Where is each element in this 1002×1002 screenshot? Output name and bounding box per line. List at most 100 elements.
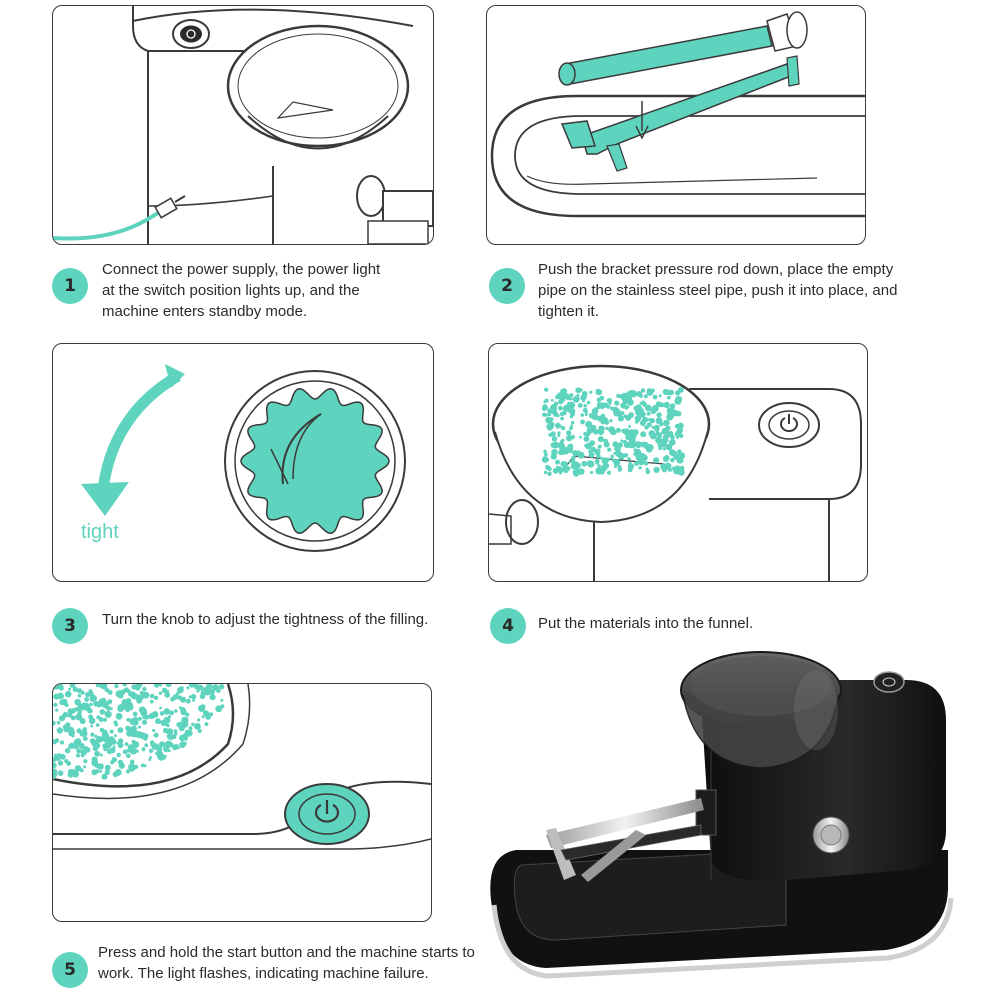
particle — [607, 447, 612, 452]
particle — [646, 411, 651, 416]
particle — [614, 465, 617, 469]
particle — [77, 728, 81, 732]
particle — [87, 708, 93, 714]
step-4-illustration — [488, 343, 868, 582]
particle — [587, 460, 595, 468]
particle — [544, 452, 548, 457]
particle — [53, 720, 56, 726]
particle — [204, 722, 209, 727]
particle — [620, 439, 624, 443]
particle — [74, 738, 82, 746]
particle — [602, 462, 610, 469]
particle — [149, 740, 155, 746]
particle — [663, 419, 670, 427]
particle — [148, 758, 152, 761]
particle — [131, 725, 137, 732]
particle — [99, 769, 103, 773]
particle — [67, 708, 74, 715]
particle — [577, 451, 585, 459]
particle — [557, 466, 562, 472]
particle — [172, 744, 178, 751]
particle — [57, 684, 64, 690]
particle — [673, 468, 678, 474]
particle — [639, 401, 643, 405]
particle — [176, 722, 182, 728]
knob-icon — [812, 816, 850, 854]
particle — [609, 419, 613, 423]
particle — [613, 451, 617, 455]
particle — [79, 718, 86, 725]
particle — [597, 464, 601, 468]
particle — [126, 753, 131, 759]
particle — [89, 738, 96, 744]
particle — [88, 691, 94, 697]
particle — [104, 687, 110, 693]
particle — [90, 724, 93, 728]
particle — [117, 705, 124, 713]
particle — [551, 405, 557, 411]
particle — [565, 395, 571, 401]
particle — [201, 704, 206, 709]
particle — [622, 440, 628, 445]
particle — [646, 422, 652, 428]
particle — [617, 466, 623, 472]
particle — [550, 431, 556, 437]
particle — [677, 422, 684, 429]
particle — [574, 462, 581, 469]
particle — [102, 717, 108, 722]
product-photo — [486, 650, 956, 980]
particle — [582, 407, 588, 413]
particle — [117, 759, 124, 766]
particle — [640, 388, 646, 393]
particle — [656, 419, 661, 424]
particle — [70, 715, 76, 721]
particle — [560, 416, 564, 421]
particle — [80, 690, 85, 695]
particle — [64, 702, 68, 707]
particle — [90, 732, 95, 737]
particle — [68, 687, 72, 691]
particle — [64, 748, 71, 754]
particle — [142, 691, 150, 699]
particle — [668, 389, 674, 396]
particle — [654, 427, 660, 432]
step-3-text: Turn the knob to adjust the tightness of… — [102, 611, 429, 628]
particle — [166, 689, 170, 693]
particle — [197, 728, 202, 733]
knob-icon — [224, 370, 406, 552]
particle — [73, 744, 79, 750]
particle — [628, 412, 634, 418]
particle — [665, 425, 671, 431]
particle — [550, 398, 554, 402]
particle — [626, 390, 634, 398]
particle — [74, 698, 81, 706]
particle — [606, 397, 613, 404]
particle — [159, 706, 162, 710]
particle — [602, 426, 605, 430]
particle — [662, 455, 670, 462]
particle — [653, 457, 660, 464]
particle — [100, 728, 105, 732]
particle — [153, 732, 159, 738]
particle — [572, 450, 579, 457]
particle — [648, 430, 656, 437]
particle — [114, 734, 117, 738]
particle — [153, 695, 159, 700]
particle — [625, 430, 632, 437]
particle — [59, 740, 65, 745]
particle — [571, 455, 576, 461]
particle — [66, 724, 70, 728]
particle — [53, 768, 58, 776]
particle — [579, 435, 582, 439]
particle — [75, 753, 80, 758]
particle — [188, 726, 193, 731]
particle — [206, 713, 212, 719]
particle — [675, 390, 681, 396]
particle — [633, 452, 637, 456]
particle — [606, 457, 611, 462]
particle — [171, 734, 177, 740]
particle — [616, 393, 621, 398]
particle — [606, 470, 612, 475]
particle — [553, 412, 558, 417]
particle — [220, 704, 225, 709]
